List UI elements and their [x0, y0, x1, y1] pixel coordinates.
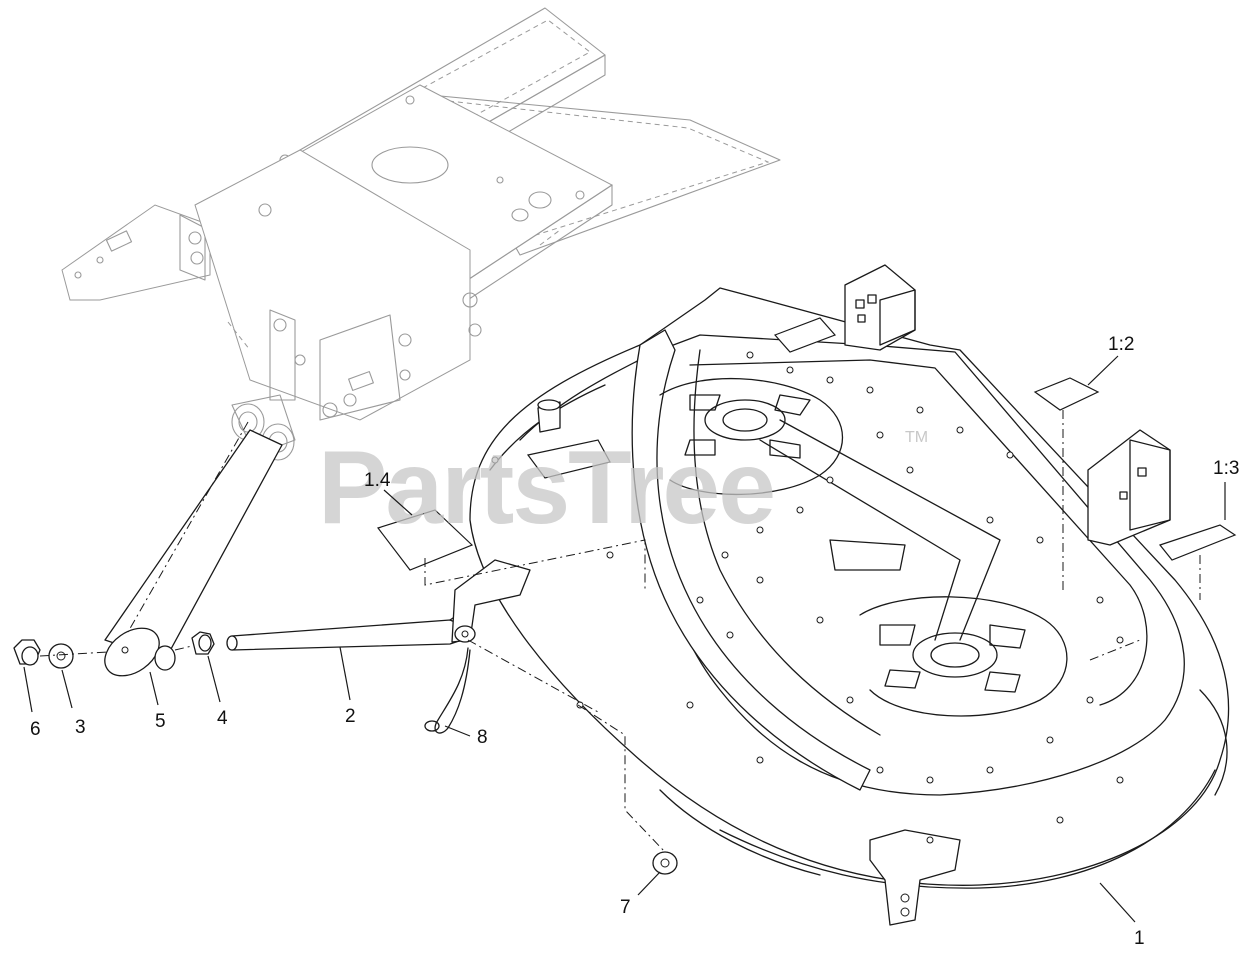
deck-front-hitch — [869, 829, 961, 926]
spindle-housing-left — [659, 377, 843, 496]
spindle-housing-right — [859, 596, 1068, 717]
lift-rod — [226, 611, 471, 651]
callout-1-2: 1:2 — [1108, 334, 1134, 355]
decal-front-left — [526, 439, 611, 479]
callout-1: 1 — [1134, 928, 1145, 949]
deck-post — [537, 399, 561, 433]
callout-4: 4 — [217, 708, 228, 729]
watermark-text: PartsTree — [318, 430, 774, 546]
tractor-frame-ghost — [61, 7, 781, 461]
deck-bracket-rear — [844, 264, 916, 351]
callout-6: 6 — [30, 719, 41, 740]
mower-deck — [451, 264, 1230, 926]
decal-top-rear — [773, 317, 837, 353]
decal-1-4-part — [377, 509, 646, 590]
deck-washer — [577, 704, 678, 875]
deck-pivot-bracket — [451, 559, 531, 643]
callout-7: 7 — [620, 897, 631, 918]
callouts: 1 1:2 1:3 1.4 2 3 4 5 6 7 8 — [23, 334, 1239, 949]
decal-1-3-part — [1089, 524, 1237, 661]
hanger-arm — [104, 421, 283, 677]
callout-1-4: 1.4 — [364, 470, 391, 491]
callout-3: 3 — [75, 717, 86, 738]
callout-1-3: 1:3 — [1213, 458, 1239, 479]
hairpin-cotter — [424, 639, 599, 734]
deck-bracket-side — [1087, 429, 1171, 546]
callout-8: 8 — [477, 727, 488, 748]
callout-2: 2 — [345, 706, 356, 727]
watermark: PartsTree TM — [318, 429, 928, 546]
decal-1-2-part — [1033, 377, 1100, 590]
callout-5: 5 — [155, 711, 166, 732]
watermark-trademark: TM — [905, 429, 928, 446]
deck-holes — [491, 351, 1124, 844]
hardware-stack — [13, 631, 215, 669]
